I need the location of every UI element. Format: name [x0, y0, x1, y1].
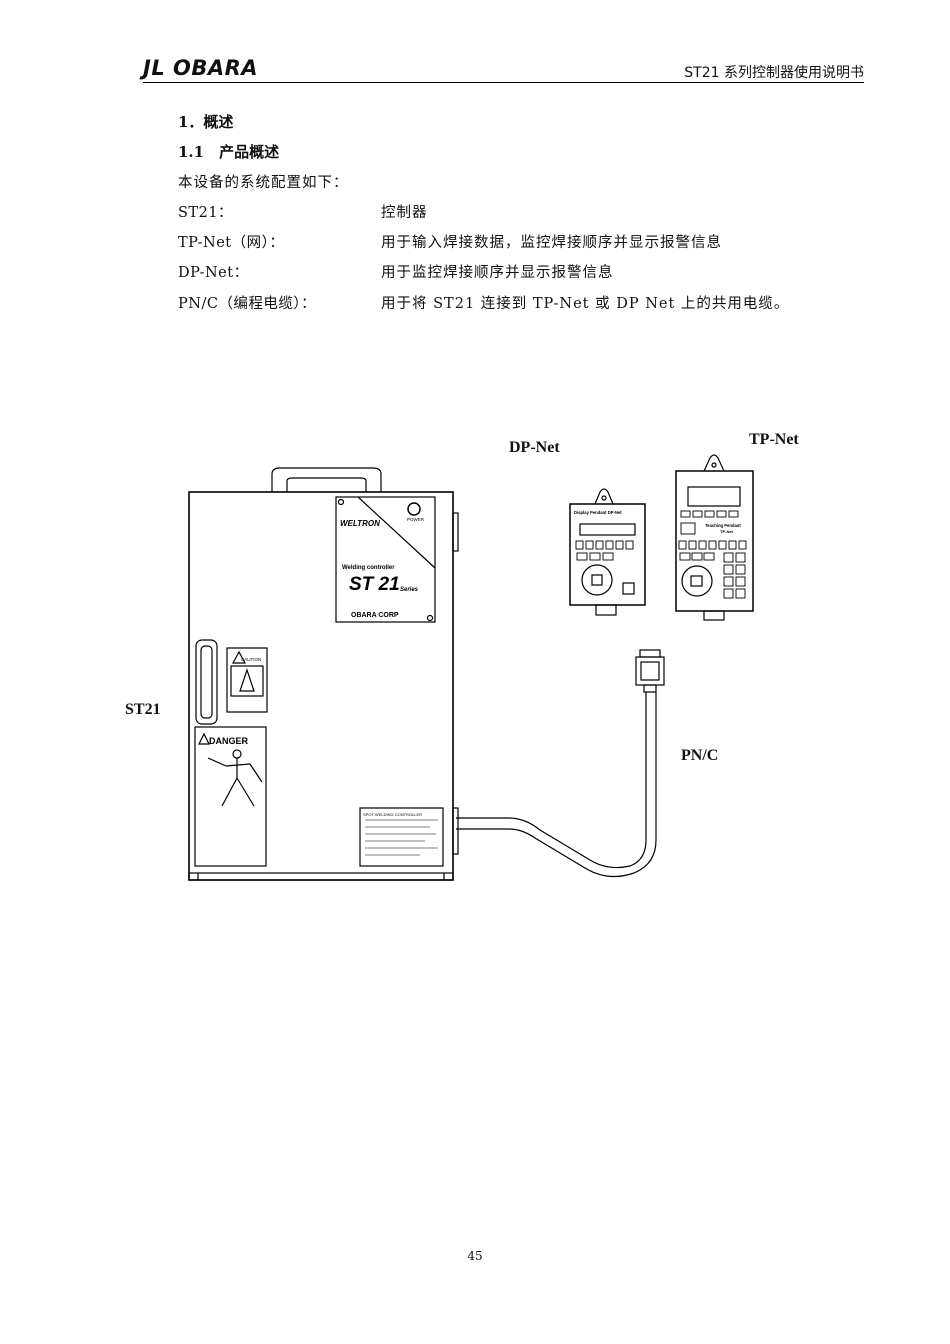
header-rule — [143, 82, 864, 83]
panel-model: ST 21 — [349, 574, 400, 595]
component-term: TP-Net（网）： — [178, 235, 285, 251]
pnc-label: PN/C — [681, 747, 719, 764]
tpnet-label: TP-Net — [749, 431, 799, 448]
component-term: DP-Net： — [178, 265, 249, 281]
danger-text: DANGER — [209, 736, 249, 746]
component-desc: 用于将 ST21 连接到 TP-Net 或 DP Net 上的共用电缆。 — [381, 296, 790, 312]
st21-controller — [188, 467, 459, 881]
panel-maker: OBARA CORP — [351, 612, 399, 619]
subsection-heading: 1.1 产品概述 — [178, 143, 280, 161]
panel-power: POWER — [407, 517, 425, 522]
intro-text: 本设备的系统配置如下： — [178, 175, 349, 191]
dpnet-label: DP-Net — [509, 439, 560, 456]
document-title: ST21 系列控制器使用说明书 — [684, 65, 864, 81]
panel-brand: WELTRON — [340, 519, 380, 528]
page-number: 45 — [467, 1249, 483, 1263]
caution-text: CAUTION — [241, 657, 261, 662]
component-term: PN/C（编程电缆）： — [178, 296, 317, 312]
section-heading: 1．概述 — [178, 113, 234, 131]
component-desc: 用于监控焊接顺序并显示报警信息 — [381, 265, 614, 281]
tp-sub: TP-Net — [720, 529, 734, 534]
nameplate-title: SPOT WELDING CONTROLLER — [363, 812, 422, 817]
component-term: ST21： — [178, 205, 234, 221]
tp-header: Teaching Pendant — [705, 523, 741, 528]
panel-subtitle: Welding controller — [342, 565, 395, 571]
dpnet-pendant — [569, 488, 646, 616]
component-desc: 用于输入焊接数据，监控焊接顺序并显示报警信息 — [381, 235, 722, 251]
component-desc: 控制器 — [381, 205, 428, 221]
panel-series: Series — [400, 587, 419, 593]
st21-panel-text: WELTRON POWER Welding controller ST 21 S… — [209, 517, 425, 817]
tpnet-pendant — [675, 454, 754, 621]
pnc-cable — [456, 649, 665, 878]
st21-label: ST21 — [125, 701, 161, 718]
company-logo: JL OBARA — [143, 56, 259, 80]
dp-header: Display Pendant DP-Net — [574, 510, 622, 515]
